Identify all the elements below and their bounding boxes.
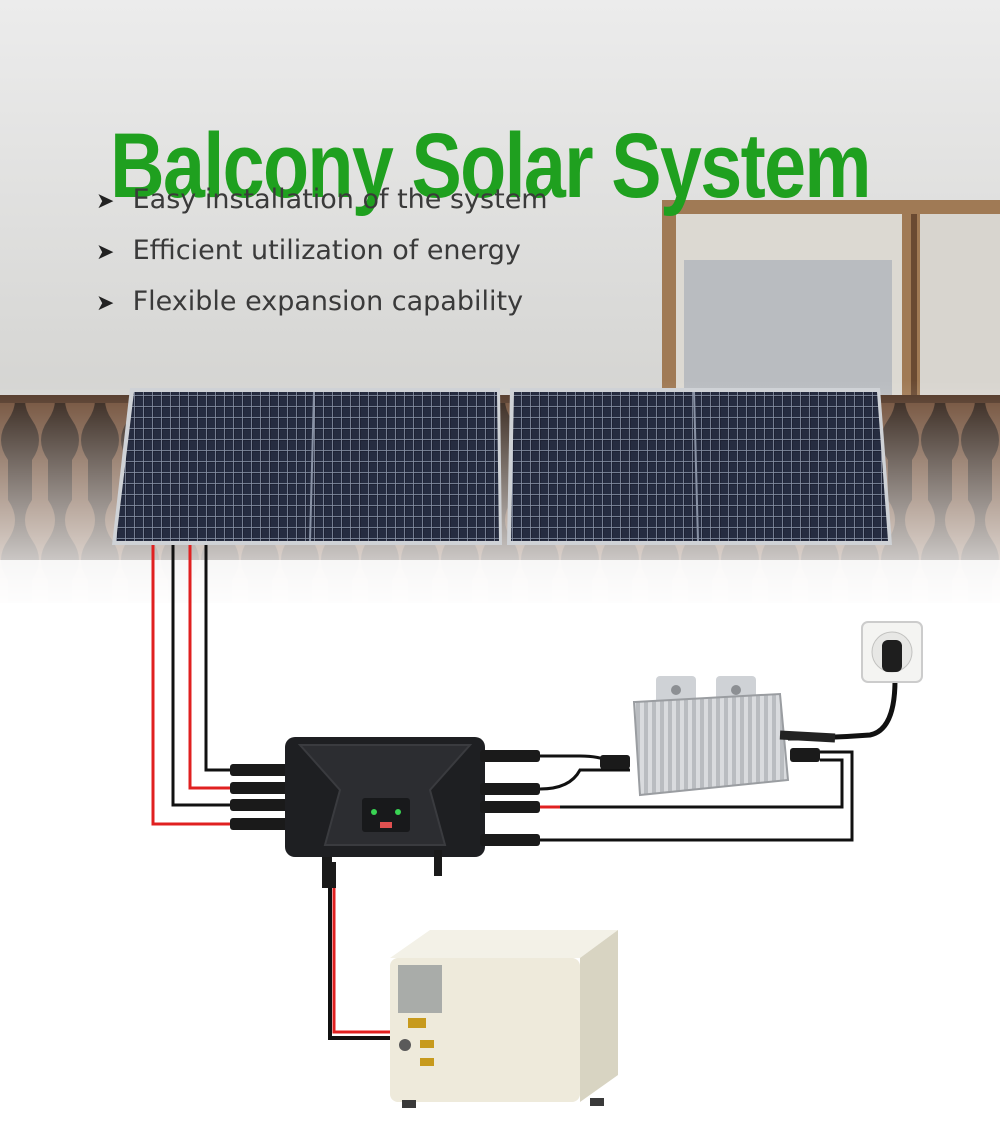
feature-item: ➤ Easy installation of the system [96, 180, 548, 231]
feature-list: ➤ Easy installation of the system ➤ Effi… [96, 180, 548, 333]
feature-text: Efficient utilization of energy [132, 235, 521, 266]
output-wires [539, 750, 854, 842]
feature-item: ➤ Efficient utilization of energy [96, 231, 548, 282]
battery-cable-positive [332, 885, 400, 1034]
arrow-bullet-icon: ➤ [96, 291, 115, 316]
solar-panel-left [112, 388, 502, 545]
page-title: Balcony Solar System [110, 114, 871, 217]
arrow-bullet-icon: ➤ [96, 189, 115, 214]
battery-cable-negative [328, 885, 400, 1040]
wall-socket [861, 621, 923, 683]
feature-text: Flexible expansion capability [132, 286, 524, 317]
feature-item: ➤ Flexible expansion capability [96, 282, 548, 333]
combiner-box [285, 737, 485, 885]
battery-storage [390, 930, 618, 1108]
feature-text: Easy installation of the system [132, 184, 548, 215]
mc4-connectors-left [230, 764, 290, 830]
solar-panel-right [507, 388, 892, 545]
mc4-connectors-right [480, 750, 540, 846]
dc-wires [151, 545, 232, 826]
micro-inverter [600, 676, 820, 797]
house-window [662, 200, 1000, 400]
arrow-bullet-icon: ➤ [96, 240, 115, 265]
